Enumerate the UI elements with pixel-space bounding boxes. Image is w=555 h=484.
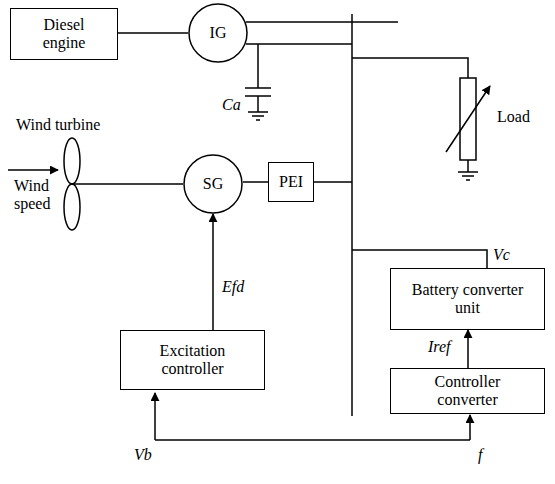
turbine-blade [64,184,80,230]
converter-box: PEI [268,162,314,202]
node-text: Battery converter unit [405,281,530,317]
load-wire [467,160,469,172]
node-text: Excitation controller [135,342,250,378]
signal-label: f [478,446,482,464]
turbine-shaft [72,183,183,185]
ground-symbol [256,119,260,121]
signal-label: Vb [134,446,152,464]
variable-arrow [446,86,490,152]
signal-label: Iref [428,338,451,356]
node-text: Controller converter [405,373,530,409]
capacitor-wire [257,44,259,88]
ac-line [246,43,352,45]
process-box: Controller converter [390,368,545,414]
connector [243,181,268,183]
process-box: Battery converter unit [390,268,545,330]
ac-line [246,21,398,23]
feedback-arrow [469,415,471,440]
engine-box: Diesel engine [10,8,118,60]
connector [212,214,214,330]
feedback-arrow [154,393,156,440]
signal-label: Ca [222,96,241,114]
process-box: Excitation controller [120,330,265,390]
ground-symbol [466,179,470,181]
wind-arrow [8,169,58,171]
ground-symbol [462,175,474,177]
ground-symbol [248,111,268,113]
connector [467,330,469,368]
generator-circle: SG [183,154,243,214]
capacitor-plate [245,87,271,89]
signal-label: Efd [222,278,244,296]
component-label: Load [497,108,530,126]
generator-circle: IG [188,3,248,63]
component-label: Wind speed [14,177,60,213]
capacitor-wire [257,96,259,112]
connector [118,32,188,34]
ground-symbol [458,171,478,173]
dc-link-wire [314,181,352,183]
battery-wire [352,250,487,268]
signal-label: Vc [493,246,510,264]
ground-symbol [252,115,264,117]
node-text: SG [203,175,223,193]
turbine-blade [64,138,80,184]
node-text: PEI [279,173,303,191]
feedback-line [155,439,470,441]
node-text: IG [210,24,227,42]
load-wire [352,58,468,78]
node-text: Diesel engine [25,16,103,52]
component-label: Wind turbine [16,116,100,134]
ac-bus [351,14,353,416]
